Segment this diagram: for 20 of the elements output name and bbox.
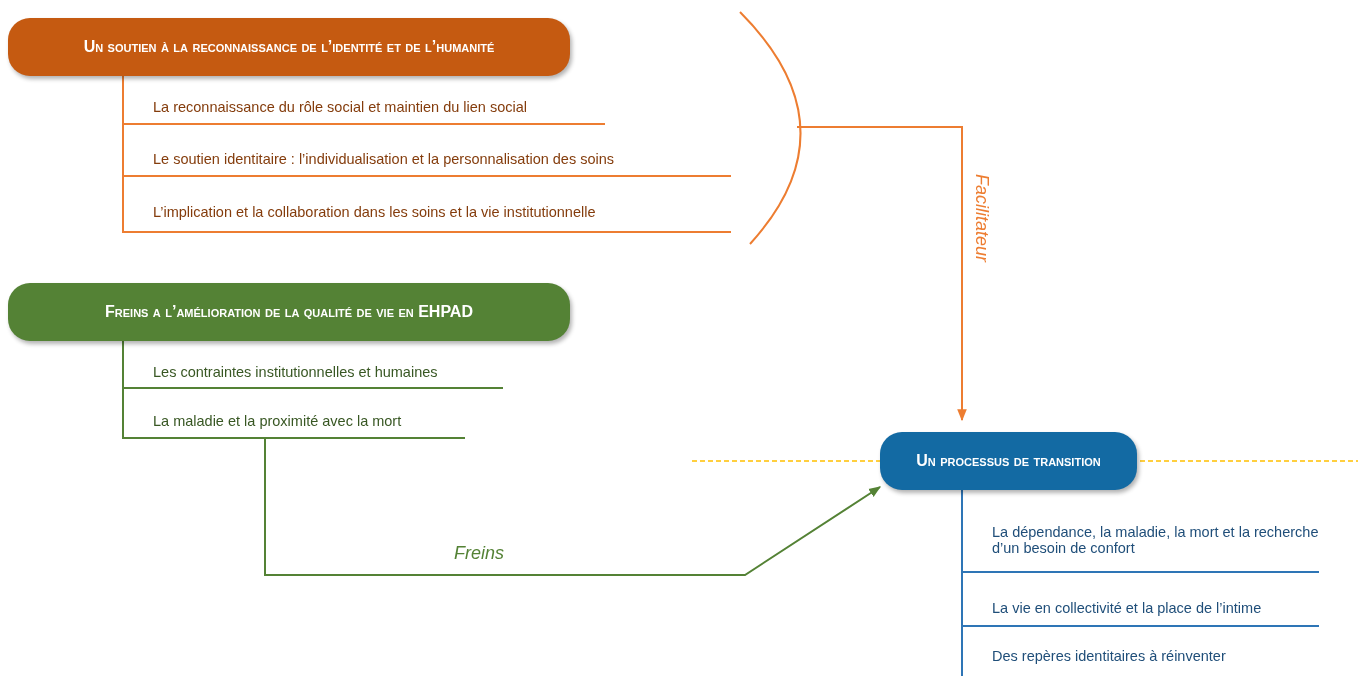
branch-text: La dépendance, la maladie, la mort et la recherche d’un besoin de confort	[992, 523, 1319, 556]
branch-line	[961, 489, 963, 677]
topic-box	[8, 283, 570, 341]
branch-text: Des repères identitaires à réinventer	[992, 648, 1226, 664]
arrow	[796, 126, 967, 422]
topic-title: Un processus de transition	[916, 452, 1101, 470]
bracket-arc	[738, 10, 800, 246]
branch-text: La maladie et la proximité avec la mort	[153, 412, 402, 429]
topic-box	[880, 432, 1137, 490]
branch-text: Les contraintes institutionnelles et humaines	[153, 363, 438, 380]
branch-text: Le soutien identitaire : l’individualisation et la personnalisation des soins	[153, 150, 615, 167]
topic-title: Un soutien à la reconnaissance de l’identité et de l’humanité	[83, 38, 495, 56]
branch-text: La vie en collectivité et la place de l’intime	[992, 599, 1262, 616]
branch-line	[122, 340, 124, 440]
branch-line	[122, 75, 124, 234]
branch-text: La reconnaissance du rôle social et maintien du lien social	[153, 98, 527, 115]
arrow	[264, 438, 881, 576]
topic-box	[8, 18, 570, 76]
branch-text: L’implication et la collaboration dans les soins et la vie institutionnelle	[153, 204, 596, 220]
topic-title: Freins a l’amélioration de la qualité de vie en EHPAD	[105, 303, 473, 321]
